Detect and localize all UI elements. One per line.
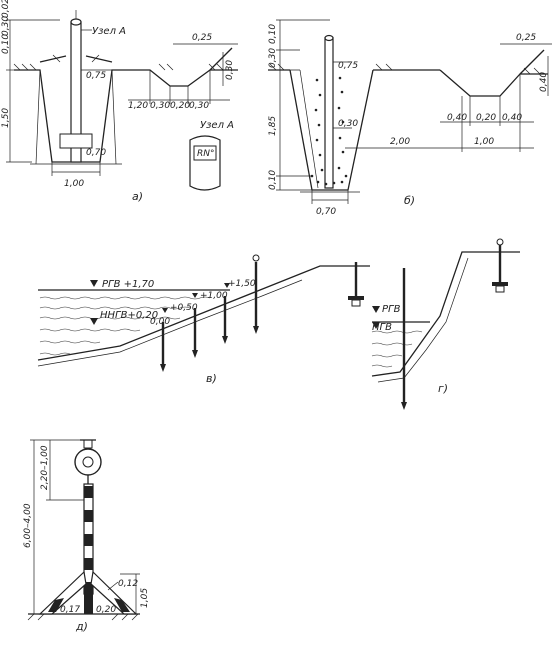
trench-b xyxy=(289,69,374,191)
dim-a-top-0-02: 0,02 xyxy=(1,0,11,18)
land-marker-c xyxy=(348,262,364,307)
dim-b-top-0-30: 0,30 xyxy=(268,48,278,68)
stakes-c xyxy=(160,254,260,372)
dim-b-top-0-10: 0,10 xyxy=(268,24,278,44)
ngv-label-g: НГВ xyxy=(372,322,392,333)
dim-a-depth: 1,50 xyxy=(1,108,11,128)
dim-a-top-0-30: 0,30 xyxy=(1,16,11,36)
gravel-fill-b xyxy=(310,76,348,186)
caption-g: г) xyxy=(438,382,448,395)
dim-a-top-0-10: 0,10 xyxy=(1,34,11,54)
caption-d: д) xyxy=(75,620,88,633)
dim-b-row-0-40b: 0,40 xyxy=(502,113,522,123)
panel-d: 6,00–4,00 2,20–1,00 1,05 0,12 0,17 0,20 … xyxy=(23,439,150,633)
dim-d-0-17: 0,17 xyxy=(60,605,80,615)
dim-d-top-range: 2,20–1,00 xyxy=(40,445,50,490)
dim-a-row-0-30a: 0,30 xyxy=(150,101,170,111)
bank-c xyxy=(37,265,370,361)
node-a-label-2: Узел А xyxy=(200,120,234,131)
water-waves-g xyxy=(371,330,423,368)
ground-hatch-b xyxy=(269,63,541,75)
dim-b-depth: 1,85 xyxy=(268,116,278,136)
dim-a-row-0-20: 0,20 xyxy=(170,101,190,111)
dim-d-0-12: 0,12 xyxy=(118,579,138,589)
node-a-label: Узел А xyxy=(92,26,126,37)
dim-b-row-0-40a: 0,40 xyxy=(447,113,467,123)
bank-g xyxy=(371,251,520,377)
side-ditch-b xyxy=(439,69,548,97)
dim-b-base: 0,70 xyxy=(316,207,336,217)
caption-b: б) xyxy=(404,194,415,207)
mark-1-50: +1,50 xyxy=(228,279,256,289)
node-a-plate: RN° xyxy=(189,135,221,191)
dim-a-base: 1,00 xyxy=(64,179,84,189)
water-waves-c xyxy=(39,296,211,356)
dim-b-0-75: 0,75 xyxy=(338,61,358,71)
dim-d-height: 6,00–4,00 xyxy=(23,503,33,548)
side-ditch-a xyxy=(128,69,238,87)
dim-b-row-0-20: 0,20 xyxy=(476,113,496,123)
dim-b-bot-0-10: 0,10 xyxy=(268,170,278,190)
dim-b-0-30: 0,30 xyxy=(338,119,358,129)
nngv-label-c: ННГВ+0,20 xyxy=(100,310,158,321)
dim-a-row-0-30b: 0,30 xyxy=(189,101,209,111)
plate-text: RN° xyxy=(197,149,215,159)
dim-b-span-1-00: 1,00 xyxy=(474,137,494,147)
dim-a-0-25: 0,25 xyxy=(192,33,212,43)
land-marker-g xyxy=(492,238,508,293)
ground-hatch-d xyxy=(27,613,139,621)
dim-a-0-75: 0,75 xyxy=(86,71,106,81)
dim-b-span-2-00: 2,00 xyxy=(390,137,410,147)
dim-d-base-1-05: 1,05 xyxy=(140,588,150,608)
mark-0-50: +0,50 xyxy=(170,303,198,313)
caption-a: а) xyxy=(132,190,143,203)
mark-0-00: 0,00 xyxy=(150,317,170,327)
caption-c: в) xyxy=(206,372,217,385)
panel-b: 0,10 0,30 1,85 0,10 0,75 0,30 0,70 2,00 … xyxy=(268,19,552,217)
struts-d xyxy=(38,570,138,615)
rgv-label-c: РГВ +1,70 xyxy=(102,279,154,290)
panel-c: РГВ +1,70 ННГВ+0,20 +1,50 +1,00 +0,50 0,… xyxy=(37,254,370,385)
panel-g: РГВ НГВ г) xyxy=(371,238,520,410)
dim-a-0-70: 0,70 xyxy=(86,148,106,158)
dim-a-0-30: 0,30 xyxy=(225,60,235,80)
dim-b-side-0-40: 0,40 xyxy=(539,72,549,92)
lamp-head-d xyxy=(74,439,102,484)
dim-d-0-20: 0,20 xyxy=(96,605,116,615)
ground-hatch-a xyxy=(13,54,224,71)
panel-a: 0,10 0,30 0,02 1,50 0,75 0,70 1,00 0,25 … xyxy=(1,0,238,203)
mark-1-00: +1,00 xyxy=(200,291,228,301)
rgv-label-g: РГВ xyxy=(382,304,401,315)
dim-b-0-25: 0,25 xyxy=(516,33,536,43)
post-b xyxy=(324,37,334,189)
dim-a-row-1-20: 1,20 xyxy=(128,101,148,111)
